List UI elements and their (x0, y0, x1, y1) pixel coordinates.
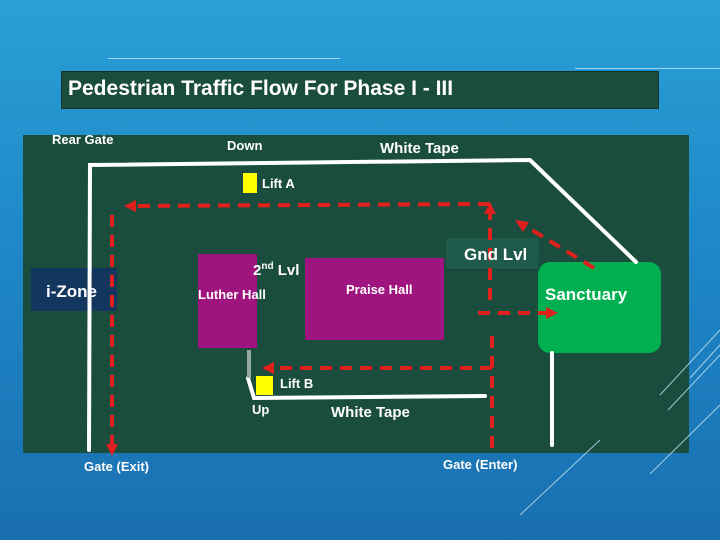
praise-hall-box (305, 258, 444, 340)
second-lvl-word: Lvl (277, 262, 300, 279)
arrowhead-right-sanctuary (546, 307, 558, 319)
arrowhead-up-top (484, 202, 496, 214)
arrowheads (106, 200, 558, 456)
sanctuary-label: Sanctuary (545, 285, 628, 304)
second-lvl-suffix: nd (261, 261, 274, 272)
second-lvl-number: 2 (253, 262, 262, 279)
decorative-line (575, 68, 720, 69)
lift-a-label: Lift A (262, 176, 295, 191)
i-zone-label: i-Zone (46, 282, 97, 301)
flow-arrows (110, 202, 596, 448)
down-label: Down (227, 138, 263, 153)
title-bar: Pedestrian Traffic Flow For Phase I - II… (61, 71, 659, 109)
up-label: Up (252, 402, 270, 417)
rear-gate-label: Rear Gate (52, 132, 114, 147)
gate-enter-label: Gate (Enter) (443, 457, 518, 472)
lift-a-marker (243, 173, 257, 193)
praise-hall-label: Praise Hall (346, 282, 413, 297)
white-tape-bottom (246, 376, 487, 401)
second-lvl-label: 2nd Lvl (253, 261, 299, 279)
luther-hall-label: Luther Hall (198, 287, 266, 302)
arrowhead-diagonal (515, 220, 529, 232)
i-zone-box (31, 268, 117, 311)
gnd-lvl-label: Gnd Lvl (464, 245, 528, 264)
arrowhead-left-lower (262, 362, 274, 374)
decorative-line (108, 58, 340, 59)
white-tape-bottom-label: White Tape (331, 404, 410, 421)
lift-b-label: Lift B (280, 376, 314, 391)
arrowhead-left-top (124, 200, 136, 212)
luther-hall-box (198, 254, 257, 348)
gnd-lvl-box (445, 237, 540, 270)
white-tape-top (87, 157, 638, 452)
sanctuary-box (538, 262, 661, 353)
decorative-lines (519, 329, 720, 516)
flow-top-route (133, 202, 491, 208)
lift-b-marker (256, 376, 273, 395)
arrowhead-down-exit (106, 444, 118, 456)
page-title: Pedestrian Traffic Flow For Phase I - II… (68, 77, 454, 100)
white-tape (87, 157, 638, 452)
flow-sanctuary-diagonal (520, 222, 596, 270)
gate-exit-label: Gate (Exit) (84, 459, 150, 474)
white-tape-top-label: White Tape (380, 140, 459, 157)
